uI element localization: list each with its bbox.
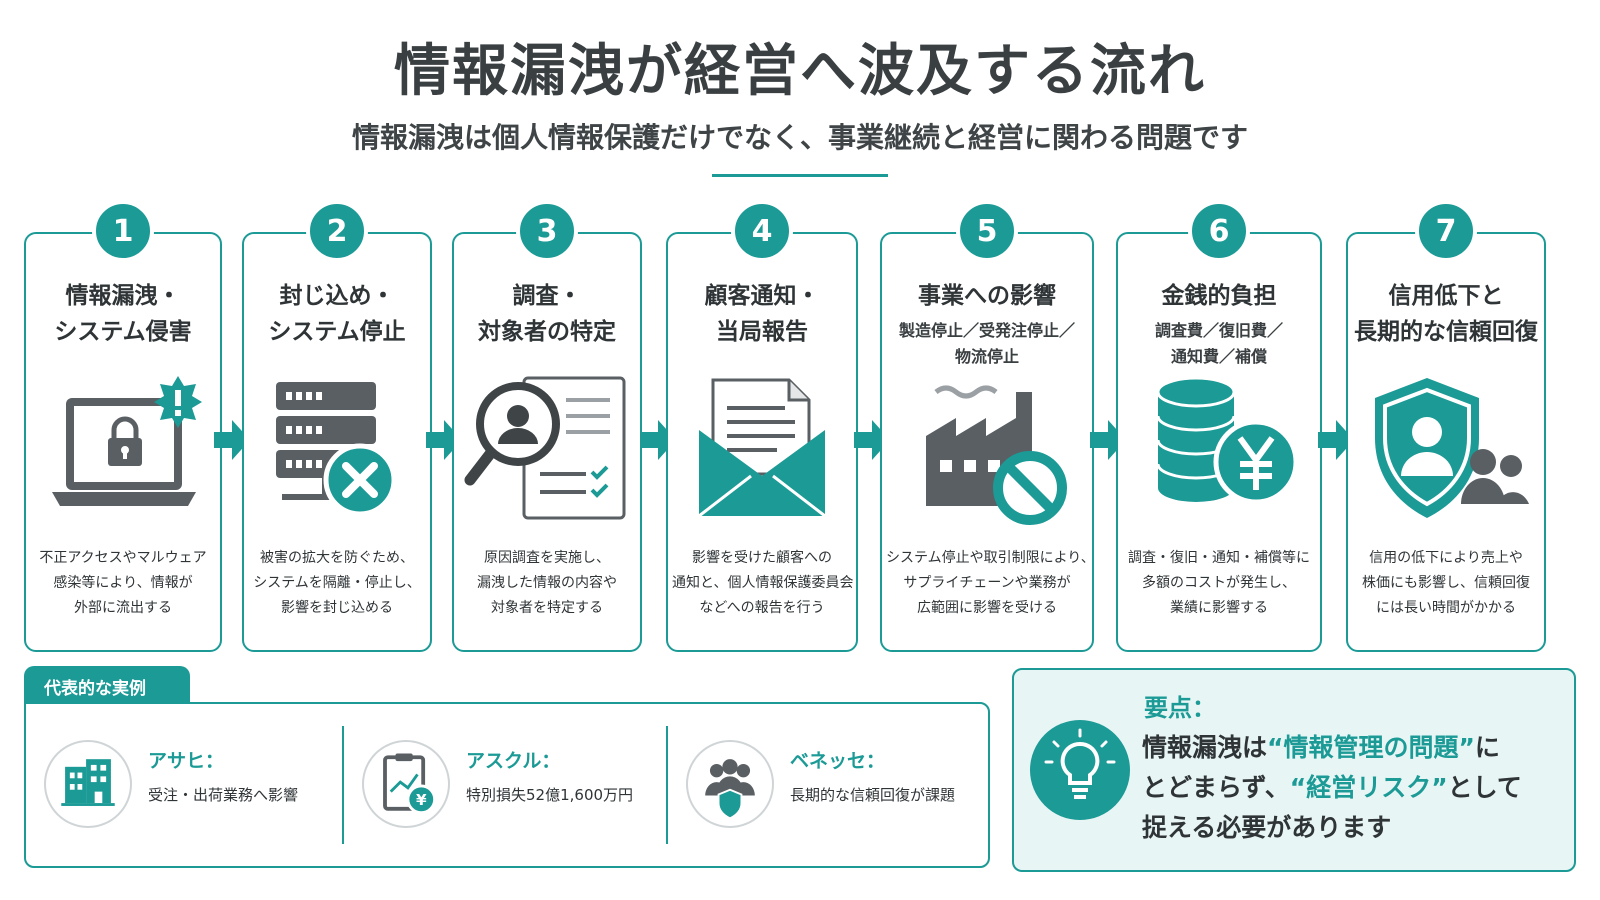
- step-title: 金銭的負担: [1161, 283, 1277, 309]
- example-company-name: アスクル：: [466, 750, 561, 772]
- step-subtitle: 製造停止／受発注停止／物流停止: [898, 321, 1075, 366]
- example-company-name: アサヒ：: [148, 750, 225, 772]
- step-card-7: 7 信用低下と長期的な信頼回復 信用の低下により売上や株価にも影響し、信頼回復に…: [1346, 200, 1546, 652]
- step-number-badge: 5: [956, 200, 1018, 262]
- lightbulb-icon: [1030, 720, 1130, 820]
- example-divider: [342, 726, 344, 844]
- step-title: 情報漏洩・システム侵害: [54, 283, 192, 345]
- page-title: 情報漏洩が経営へ波及する流れ: [394, 39, 1206, 104]
- step-card-5: 5 事業への影響 製造停止／受発注停止／物流停止 システム停止や取引制限により、…: [880, 200, 1095, 652]
- step-card-6: 6 金銭的負担 調査費／復旧費／通知費／補償 調査・復旧・通知・補償等に多額のコ…: [1116, 200, 1322, 652]
- step-subtitle: 調査費／復旧費／通知費／補償: [1154, 321, 1283, 366]
- step-title: 顧客通知・当局報告: [704, 283, 820, 345]
- step-title: 信用低下と長期的な信頼回復: [1354, 283, 1538, 345]
- examples-tab-label: 代表的な実例: [24, 666, 190, 704]
- people-shield-icon: [686, 740, 774, 828]
- step-description: 影響を受けた顧客への通知と、個人情報保護委員会などへの報告を行う: [672, 550, 854, 616]
- server-stop-icon: [276, 382, 397, 517]
- step-number-badge: 4: [731, 200, 793, 262]
- example-divider: [666, 726, 668, 844]
- key-point-label: 要点：: [1144, 694, 1216, 722]
- step-title: 事業への影響: [918, 283, 1056, 309]
- step-number-badge: 7: [1415, 200, 1477, 262]
- step-card-2: 2 封じ込め・システム停止 被害の拡大を防ぐため、システムを隔離・停止し、影響を…: [242, 200, 432, 652]
- example-item-askul: ¥ アスクル： 特別損失52億1,600万円: [344, 704, 668, 866]
- step-card-4: 4 顧客通知・当局報告 影響を受けた顧客への通知と、個人情報保護委員会などへの報…: [666, 200, 858, 652]
- key-point-panel: 要点： 情報漏洩は“情報管理の問題”に とどまらず、“経営リスク”として 捉える…: [1012, 668, 1576, 872]
- clipboard-yen-chart-icon: ¥: [362, 740, 450, 828]
- shield-people-icon: [1375, 378, 1529, 518]
- title-underline: [712, 174, 888, 177]
- step-description: 原因調査を実施し、漏洩した情報の内容や対象者を特定する: [477, 550, 617, 616]
- building-icon: [44, 740, 132, 828]
- step-description: 調査・復旧・通知・補償等に多額のコストが発生し、業績に影響する: [1128, 550, 1310, 616]
- step-card-3: 3 調査・対象者の特定 原因調査を実施し、漏洩した情報の内容や対象者を特定する: [452, 200, 642, 652]
- step-description: 不正アクセスやマルウェア感染等により、情報が外部に流出する: [39, 550, 207, 616]
- step-description: 被害の拡大を防ぐため、システムを隔離・停止し、影響を封じ込める: [253, 550, 421, 616]
- step-number-badge: 2: [306, 200, 368, 262]
- svg-text:¥: ¥: [416, 791, 427, 809]
- example-item-asahi: アサヒ： 受注・出荷業務へ影響: [26, 704, 342, 866]
- step-card-1: 1 情報漏洩・システム侵害 不正アクセスやマルウェア感染等により、情報が外部に流…: [24, 200, 222, 652]
- step-number-badge: 3: [516, 200, 578, 262]
- key-point-text: 情報漏洩は“情報管理の問題”に とどまらず、“経営リスク”として 捉える必要があ…: [1142, 733, 1522, 842]
- example-impact-text: 受注・出荷業務へ影響: [148, 786, 299, 804]
- step-description: 信用の低下により売上や株価にも影響し、信頼回復には長い時間がかかる: [1362, 550, 1530, 616]
- example-item-benesse: ベネッセ： 長期的な信頼回復が課題: [668, 704, 988, 866]
- flow-arrow-icon: [1318, 420, 1354, 460]
- page-subtitle: 情報漏洩は個人情報保護だけでなく、事業継続と経営に関わる問題です: [351, 121, 1248, 154]
- example-impact-text: 特別損失52億1,600万円: [466, 786, 634, 804]
- step-title: 封じ込め・システム停止: [268, 283, 406, 345]
- step-title: 調査・対象者の特定: [478, 283, 616, 345]
- magnifier-document-icon: [464, 376, 626, 520]
- examples-panel: アサヒ： 受注・出荷業務へ影響 ¥ アスクル： 特別損失52億1,600万円 ベ…: [24, 702, 990, 868]
- envelope-letter-icon: [698, 378, 826, 518]
- factory-prohibited-icon: [926, 385, 1067, 525]
- step-number-badge: 6: [1188, 200, 1250, 262]
- laptop-lock-alert-icon: [52, 376, 202, 506]
- example-company-name: ベネッセ：: [790, 750, 886, 772]
- example-impact-text: 長期的な信頼回復が課題: [790, 786, 956, 804]
- coins-yen-icon: [1156, 376, 1299, 505]
- flow-arrow-icon: [214, 420, 250, 460]
- step-description: システム停止や取引制限により、サプライチェーンや業務が広範囲に影響を受ける: [886, 550, 1095, 616]
- step-number-badge: 1: [92, 200, 154, 262]
